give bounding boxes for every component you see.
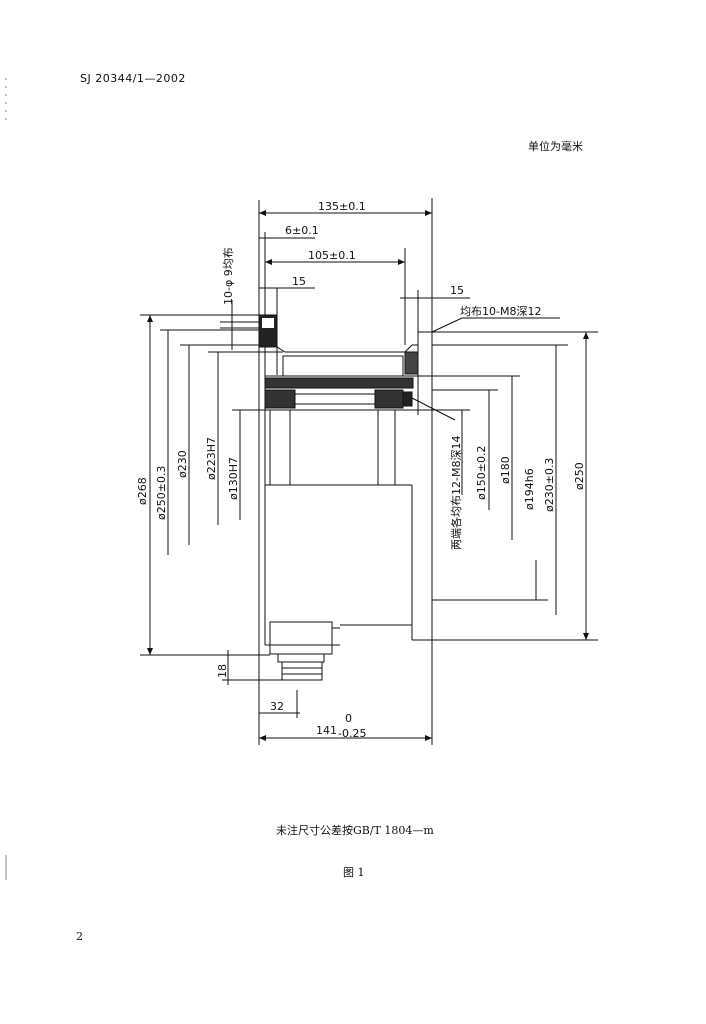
dim-141-lower: -0.25	[338, 727, 366, 740]
holes-note: 10-φ 9均布	[222, 247, 235, 305]
dia-180: ø180	[499, 456, 512, 484]
dia-230-right: ø230±0.3	[543, 458, 556, 512]
dim-flange-thickness: 6±0.1	[285, 224, 319, 237]
dia-250-right: ø250	[573, 462, 586, 490]
dim-141-nominal: 141	[316, 724, 337, 737]
standard-number: SJ 20344/1—2002	[80, 72, 186, 85]
dia-130h7: ø130H7	[227, 457, 240, 500]
thread-note-mid: 两端各均布12-M8深14	[449, 436, 463, 550]
dim-overall-length: 135±0.1	[318, 200, 366, 213]
dim-32: 32	[270, 700, 284, 713]
dim-141-upper: 0	[345, 712, 352, 725]
tolerance-note: 未注尺寸公差按GB/T 1804—m	[276, 824, 434, 837]
dim-left-15: 15	[292, 275, 306, 288]
thread-note-top: 均布10-M8深12	[460, 305, 541, 318]
dim-right-15: 15	[450, 284, 464, 297]
page-number: 2	[76, 930, 83, 943]
dia-194h6: ø194h6	[523, 468, 536, 510]
dia-268: ø268	[136, 477, 149, 505]
figure-label: 图 1	[343, 866, 365, 879]
dia-223h7: ø223H7	[205, 437, 218, 480]
dia-250-left: ø250±0.3	[155, 466, 168, 520]
dim-inner-length: 105±0.1	[308, 249, 356, 262]
dim-18: 18	[216, 664, 229, 678]
dia-230-left: ø230	[176, 450, 189, 478]
unit-note: 单位为毫米	[528, 140, 583, 153]
dia-150: ø150±0.2	[475, 446, 488, 500]
